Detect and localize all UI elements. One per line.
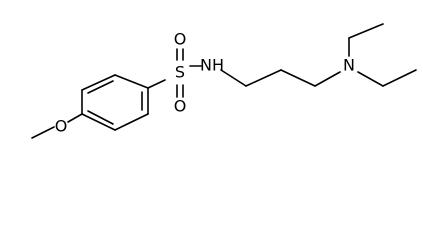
ethyl-bond [382,69,417,87]
ring-to-sulfur-bond [147,79,166,89]
ring-to-oxygen-bond [67,113,83,123]
amine-nitrogen-label: N [343,56,355,75]
chain-bond [245,69,282,87]
molecule-diagram: S O O NH N O [31,23,417,139]
ethyl-bond [348,23,384,39]
chain-bond [220,69,247,87]
structure-drawing: S O O NH N O [31,23,417,139]
ring-double-bond [87,80,114,94]
ethyl-bond [357,71,384,87]
ring-bond [81,74,116,91]
methoxy-oxygen-label: O [55,117,68,136]
ring-bond [114,74,149,89]
benzene-ring [81,74,149,131]
amide-nitrogen-label: NH [200,56,224,75]
sulfonyl-oxygen-bottom-label: O [174,97,187,116]
ring-bond [81,113,116,131]
methoxy-methyl-bond [31,126,55,139]
sulfonyl-oxygen-top-label: O [174,30,187,49]
sulfur-label: S [175,63,185,82]
ring-bond [114,113,149,131]
chain-bond [314,71,341,87]
ring-double-bond [87,110,114,125]
chain-bond [280,69,316,87]
